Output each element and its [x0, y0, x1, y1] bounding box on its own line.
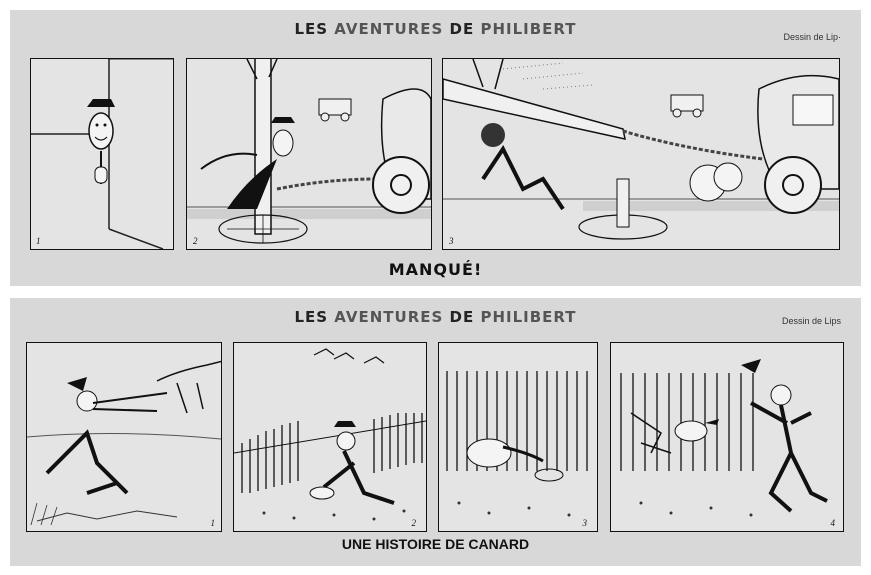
comic-panel: 3 — [438, 342, 598, 532]
comic-panel: 1 — [26, 342, 222, 532]
panel-number: 2 — [411, 518, 417, 528]
title-part: DE — [443, 308, 481, 326]
title-part: DE — [443, 20, 481, 38]
man-tying-rope-to-tree-icon — [187, 59, 431, 244]
title-part: AVENTURES — [334, 308, 444, 326]
artist-credit: Dessin de Lips — [781, 316, 841, 326]
panel-number: 3 — [449, 236, 454, 246]
panel-number: 1 — [210, 518, 216, 528]
panel-number: 1 — [36, 236, 41, 246]
comic-panel: 4 — [610, 342, 844, 532]
comic-panel: 1 — [30, 58, 174, 250]
strip-caption: MANQUÉ! — [388, 260, 483, 279]
man-at-fence-icon — [234, 348, 426, 521]
title-part: PHILIBERT — [480, 308, 577, 326]
strip-caption: UNE HISTOIRE DE CANARD — [341, 536, 530, 552]
man-peeking-from-door-icon — [31, 59, 173, 249]
title-part: LES — [294, 308, 335, 326]
man-chasing-duck-icon — [27, 360, 221, 526]
panel-number: 2 — [193, 236, 198, 246]
panel-number: 3 — [582, 518, 588, 528]
comic-strip-2: LES AVENTURES DE PHILIBERT Dessin de Lip… — [10, 298, 861, 566]
strip-title: LES AVENTURES DE PHILIBERT — [10, 20, 861, 38]
car-pulls-tree-over-icon — [443, 59, 839, 240]
title-part: PHILIBERT — [480, 20, 577, 38]
artist-credit: Dessin de Lip· — [783, 32, 841, 42]
duck-behind-bars-icon — [446, 371, 588, 517]
comic-strip-1: LES AVENTURES DE PHILIBERT Dessin de Lip… — [10, 10, 861, 286]
strip-title: LES AVENTURES DE PHILIBERT — [10, 308, 861, 326]
panel-number: 4 — [830, 518, 836, 528]
man-angry-duck-escapes-icon — [620, 359, 828, 517]
title-part: AVENTURES — [334, 20, 444, 38]
comic-panel: 3 — [442, 58, 840, 250]
comic-panel: 2 — [186, 58, 432, 250]
title-part: LES — [294, 20, 335, 38]
comic-panel: 2 — [233, 342, 427, 532]
